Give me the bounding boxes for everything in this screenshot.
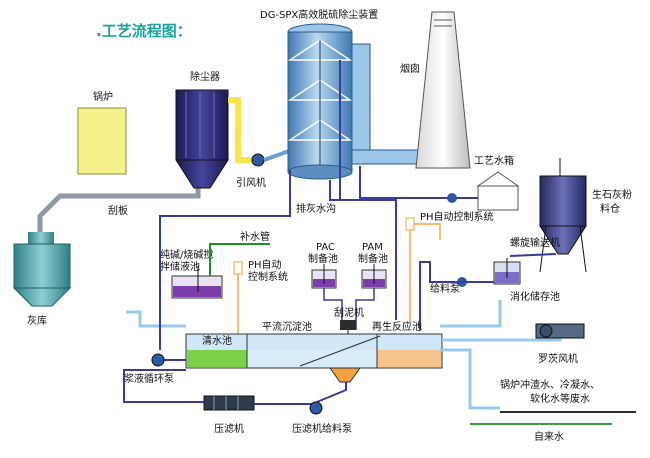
dust-collector [175,89,229,189]
alkali-tank [171,266,223,299]
pam-label-2: 制备池 [358,252,388,265]
wastewater-label-1: 锅炉冲渣水、冷凝水、 [500,378,600,391]
process-pump [447,193,457,203]
filter-press-label: 压滤机 [214,422,244,435]
ph-control-top-line [409,223,441,322]
ph-control-mid-label-1: PH自动 [248,258,282,271]
scraper-conveyor [37,188,201,232]
regen-tank-label: 再生反应池 [372,320,422,333]
pam-tank [361,264,387,289]
lime-feed-pipe [419,261,494,330]
makeup-water-pipe [209,243,270,276]
chimney-label: 烟囱 [400,62,420,75]
device-title: DG-SPX高效脱硫除尘装置 [260,8,378,21]
pac-label-2: 制备池 [308,252,338,265]
filter-lines [123,369,347,405]
slaking-tank-label: 消化储存池 [510,290,560,303]
boiler [77,107,127,175]
clear-tank-label: 清水池 [202,334,232,347]
screw-conveyor [509,253,557,257]
filter-feed-pump-label: 压滤机给料泵 [292,422,352,435]
feed-pump-label: 给料泵 [430,282,460,295]
lime-silo-label-2: 料仓 [600,202,620,215]
makeup-pipe-label: 补水管 [240,230,270,243]
ph-control-mid-label-2: 控制系统 [248,270,288,283]
ph-control-mid [233,261,243,334]
pac-tank [311,264,337,289]
dosing-lines [323,288,375,330]
tap-water-label: 自来水 [534,430,564,443]
scraper-label: 刮板 [108,204,128,217]
ph-control-top [405,217,415,231]
roots-blower-label: 罗茨风机 [538,352,578,365]
dust-collector-label: 除尘器 [190,70,220,83]
slurry-recirculation [159,170,291,361]
fan [251,153,265,167]
ash-silo-label: 灰库 [27,314,47,327]
main-tank [185,333,443,383]
fan-to-tower-duct [263,148,293,162]
process-water-tank [476,171,520,211]
lime-silo-label-1: 生石灰粉 [592,188,632,201]
desulfurization-tower [287,23,353,180]
pam-label-1: PAM [362,242,383,253]
screw-conveyor-label: 螺旋输送机 [510,236,560,249]
settling-tank-label: 平流沉淀池 [262,320,312,333]
boiler-label: 锅炉 [93,91,113,103]
drain-ditch [329,60,397,320]
slurry-pump-label: 浆液循环泵 [124,372,174,385]
slurry-pump [151,353,165,367]
ph-control-top-label: PH自动控制系统 [420,210,494,223]
fan-label: 引风机 [236,176,266,189]
filter-feed-pump [309,401,323,415]
ash-silo [12,232,72,307]
process-tank-label: 工艺水箱 [474,154,514,167]
process-water-pipe [359,166,478,199]
drain-ditch-label: 排灰水沟 [296,202,336,215]
alkali-tank-label-1: 纯碱/烧碱搅 [160,248,213,261]
diagram-title: .工艺流程图： [96,22,192,40]
filter-press [203,395,255,411]
pac-label-1: PAC [316,242,335,253]
chimney [415,11,471,169]
lime-silo [539,158,587,273]
roots-blower [535,323,585,339]
alkali-tank-label-2: 拌储液池 [160,260,200,273]
flue-duct [228,97,254,163]
mud-scraper-label: 刮泥机 [334,306,364,319]
wastewater-label-2: 软化水等废水 [530,392,590,405]
tower-outlet-duct [351,43,439,165]
slaking-tank [493,258,521,285]
